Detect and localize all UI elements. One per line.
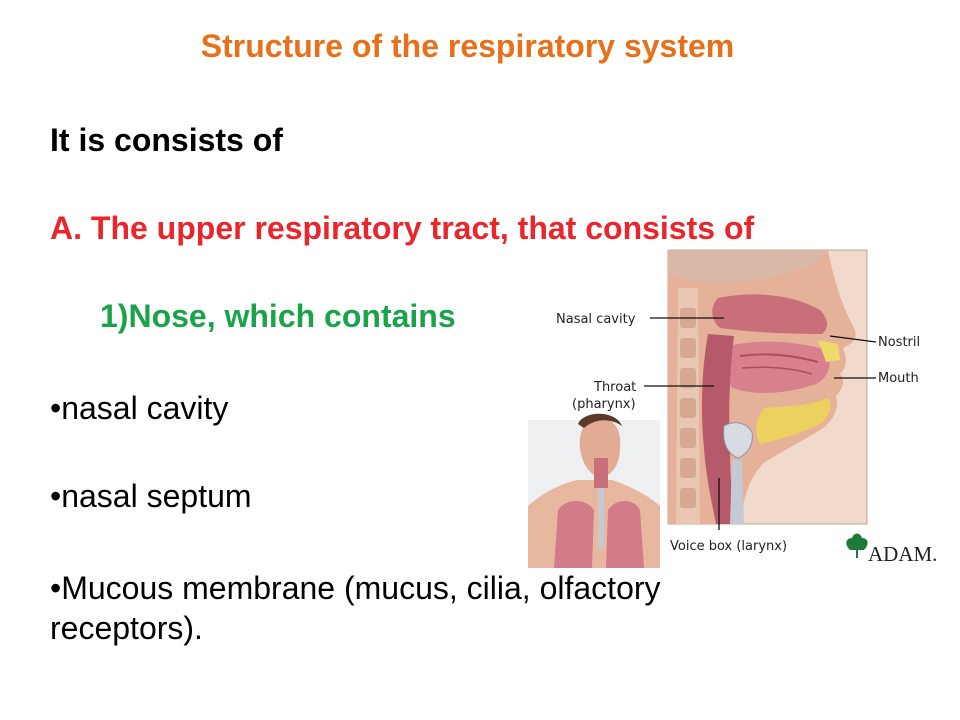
label-nostril: Nostril (878, 335, 920, 350)
bullet-nasal-septum: •nasal septum (50, 478, 252, 514)
label-voice-box: Voice box (larynx) (670, 539, 787, 554)
anatomy-illustration: Nasal cavity Nostril Mouth Throat (phary… (528, 249, 937, 568)
label-nasal-cavity: Nasal cavity (556, 312, 636, 327)
logo-text: ADAM. (868, 542, 937, 566)
label-throat: Throat (593, 380, 636, 395)
item-nose: 1)Nose, which contains (100, 298, 456, 334)
slide-title: Structure of the respiratory system (200, 28, 735, 64)
section-upper-tract: A. The upper respiratory tract, that con… (50, 210, 755, 246)
head-cross-section (667, 249, 868, 525)
leader-lines (644, 317, 877, 530)
adam-logo: ADAM. (846, 533, 937, 566)
bullet-nasal-cavity: •nasal cavity (50, 390, 229, 426)
body-inset (528, 413, 660, 568)
label-pharynx: (pharynx) (572, 397, 636, 412)
label-mouth: Mouth (878, 371, 919, 386)
anatomy-figure: Nasal cavity Nostril Mouth Throat (phary… (528, 248, 938, 570)
bullet-mucous-membrane: •Mucous membrane (mucus, cilia, olfactor… (50, 570, 661, 646)
intro-text: It is consists of (50, 122, 283, 158)
